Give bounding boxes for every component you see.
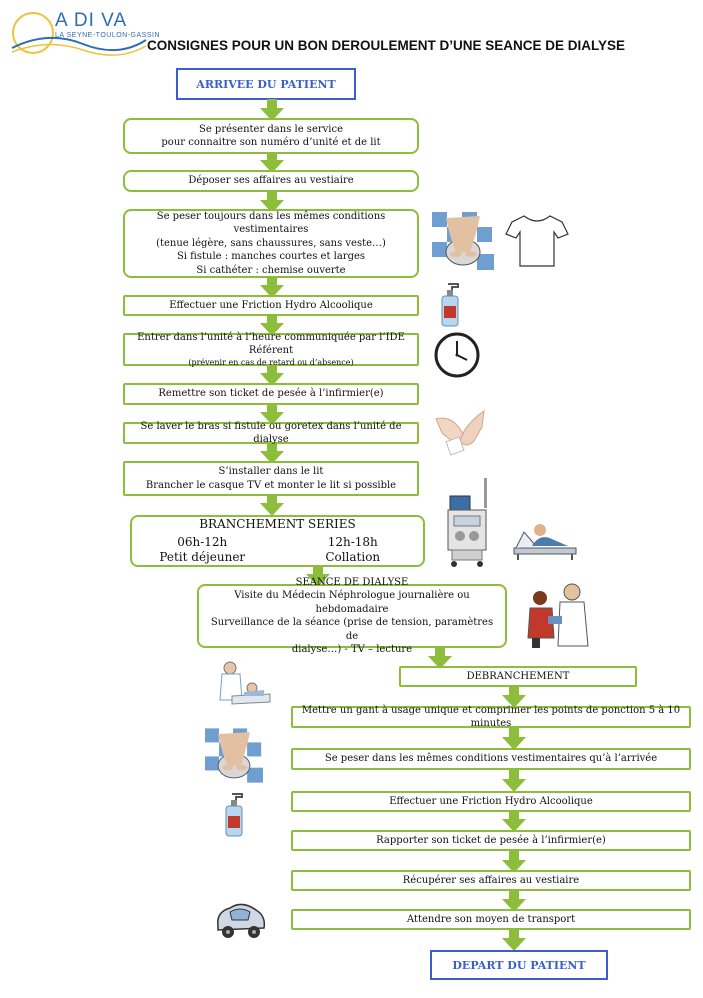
patient-bed-icon: [513, 524, 577, 560]
arrow-down-icon: [260, 276, 284, 298]
seance-line: Surveillance de la séance (prise de tens…: [210, 617, 494, 642]
step-installer: S’installer dans le lit Brancher le casq…: [123, 461, 419, 496]
logo-subtitle: LA SEYNE-TOULON-GASSIN: [55, 32, 161, 39]
arrow-down-icon: [260, 364, 284, 386]
step-line: Se peser toujours dans les mêmes conditi…: [156, 210, 386, 236]
step-line: Se laver le bras si fistule ou goretex d…: [140, 420, 402, 446]
arrow-down-icon: [502, 890, 526, 912]
sanitizer-icon: [225, 793, 243, 837]
seance-box: SEANCE DE DIALYSE Visite du Médecin Néph…: [197, 577, 507, 655]
step-line: Si fistule : manches courtes et larges: [176, 251, 366, 263]
step-line: Entrer dans l’unité à l’heure communiqué…: [137, 331, 405, 357]
step-line: Remettre son ticket de pesée à l’infirmi…: [158, 388, 384, 400]
scale-icon: [205, 728, 263, 783]
clock-icon: [434, 332, 480, 378]
start-box: ARRIVEE DU PATIENT: [176, 68, 356, 100]
arrow-down-icon: [502, 810, 526, 832]
step-laver: Se laver le bras si fistule ou goretex d…: [123, 420, 419, 446]
branchement-title: BRANCHEMENT SERIES: [199, 517, 356, 532]
slot1-meal: Petit déjeuner: [159, 550, 246, 565]
step-transport: Attendre son moyen de transport: [291, 909, 691, 930]
page-title: CONSIGNES POUR UN BON DEROULEMENT D’UNE …: [147, 38, 626, 53]
arrow-down-icon: [502, 686, 526, 708]
scale-icon: [432, 212, 494, 270]
step-friction-depart: Effectuer une Friction Hydro Alcoolique: [291, 791, 691, 812]
seance-line: Visite du Médecin Néphrologue journalièr…: [234, 590, 470, 615]
branchement-slots: 06h-12h 12h-18h Petit déjeuner Collation: [138, 535, 417, 566]
tshirt-icon: [505, 215, 569, 267]
step-vestiaire: Déposer ses affaires au vestiaire: [123, 170, 419, 192]
step-line: pour connaitre son numéro d’unité et de …: [161, 137, 381, 148]
slot2-time: 12h-18h: [327, 534, 378, 549]
slot1-time: 06h-12h: [177, 534, 228, 549]
slot2-meal: Collation: [325, 550, 381, 565]
arrow-down-icon: [502, 770, 526, 792]
step-line: S’installer dans le lit: [218, 466, 324, 477]
branchement-box: BRANCHEMENT SERIES 06h-12h 12h-18h Petit…: [130, 515, 425, 567]
logo-circle-icon: [12, 12, 54, 54]
arrow-down-icon: [306, 565, 330, 587]
arrow-down-icon: [260, 151, 284, 173]
arrow-down-icon: [502, 728, 526, 750]
end-box: DEPART DU PATIENT: [430, 950, 608, 980]
step-line: (tenue légère, sans chaussures, sans ves…: [156, 237, 386, 249]
arrow-down-icon: [260, 494, 284, 516]
sanitizer-icon: [441, 283, 459, 327]
arrow-down-icon: [260, 191, 284, 213]
car-icon: [217, 903, 266, 938]
arrow-down-icon: [260, 314, 284, 336]
step-entrer: Entrer dans l’unité à l’heure communiqué…: [123, 331, 419, 367]
arrow-down-icon: [502, 851, 526, 873]
step-present: Se présenter dans le service pour connai…: [123, 118, 419, 154]
seance-line: dialyse…) - TV – lecture: [291, 644, 413, 655]
step-line: Effectuer une Friction Hydro Alcoolique: [169, 299, 373, 311]
handwash-icon: [435, 409, 485, 456]
seance-title: SEANCE DE DIALYSE: [295, 576, 409, 588]
step-ticket-depart: Rapporter son ticket de pesée à l’infirm…: [291, 830, 691, 851]
arrow-down-icon: [428, 647, 452, 669]
step-gant: Mettre un gant à usage unique et comprim…: [291, 705, 691, 729]
step-peser-depart: Se peser dans les mêmes conditions vesti…: [291, 748, 691, 770]
step-affaires: Récupérer ses affaires au vestiaire: [291, 870, 691, 891]
logo-wave-icon: [11, 36, 147, 56]
dialysis-machine-icon: [447, 478, 487, 567]
doctor-icon: [527, 583, 589, 648]
arrow-down-icon: [260, 99, 284, 121]
step-line: Déposer ses affaires au vestiaire: [188, 175, 354, 187]
nurse-care-icon: [219, 661, 271, 705]
logo-name: A DI VA: [55, 10, 128, 31]
step-note: (prévenir en cas de retard ou d’absence): [188, 357, 354, 367]
step-line: Se présenter dans le service: [198, 123, 344, 135]
step-line: Si cathéter : chemise ouverte: [196, 264, 346, 276]
debranchement-box: DEBRANCHEMENT: [399, 666, 637, 687]
step-line: Brancher le casque TV et monter le lit s…: [145, 479, 397, 491]
step-ticket: Remettre son ticket de pesée à l’infirmi…: [123, 383, 419, 405]
step-pesee: Se peser toujours dans les mêmes conditi…: [123, 209, 419, 278]
step-friction: Effectuer une Friction Hydro Alcoolique: [123, 295, 419, 316]
arrow-down-icon: [260, 403, 284, 425]
arrow-down-icon: [260, 442, 284, 464]
arrow-down-icon: [502, 929, 526, 951]
